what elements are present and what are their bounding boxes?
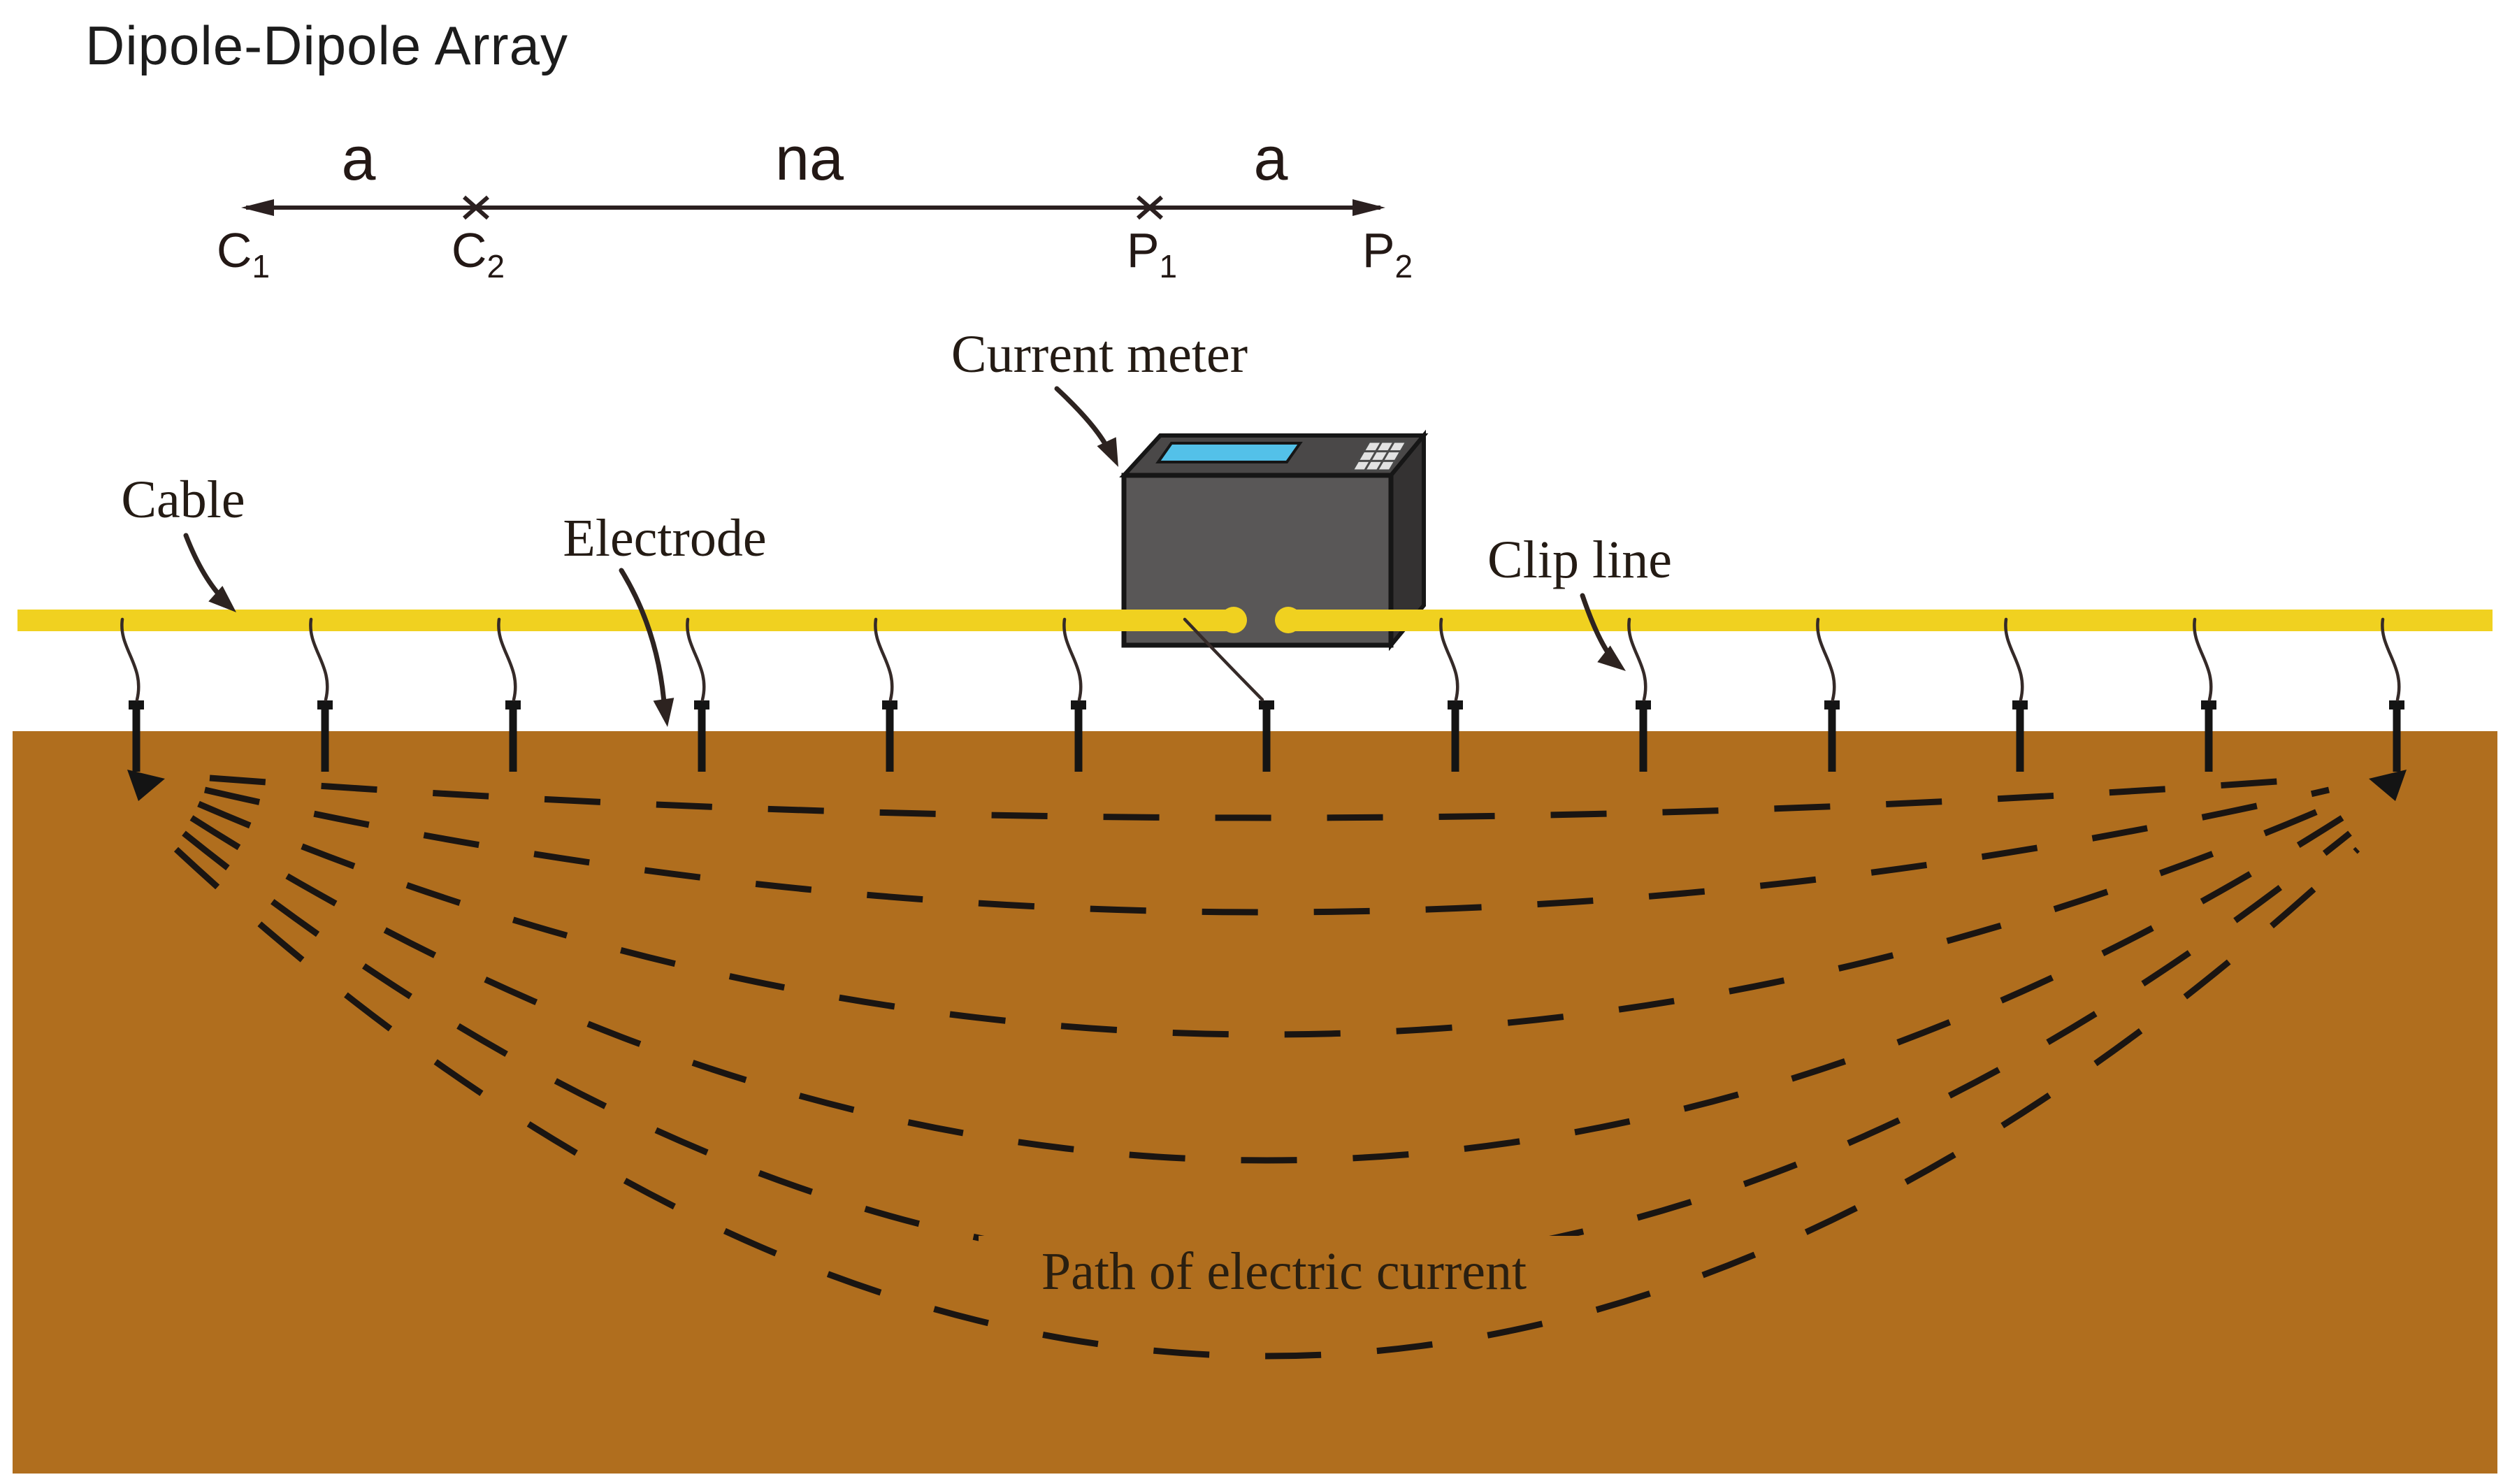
electrode-stake	[1262, 708, 1271, 772]
clip-line-arrow-head	[1597, 645, 1626, 671]
electrode-stake	[509, 708, 517, 772]
clip-line-wire	[120, 617, 140, 702]
electrode-stake	[321, 708, 329, 772]
segment-label-a-right: a	[1253, 124, 1288, 193]
meter-terminal-left	[1220, 607, 1247, 633]
terminal-label-p2: P2	[1362, 223, 1413, 284]
electrode-clip-head	[505, 700, 521, 709]
page-title: Dipole-Dipole Array	[85, 15, 568, 76]
electrode-clip-head	[1071, 700, 1086, 709]
electrode-stake	[698, 708, 706, 772]
electrode-stake	[1828, 708, 1836, 772]
current-path-arc	[209, 775, 2325, 821]
electrode-clip-head	[2012, 700, 2028, 709]
keypad-grid-line	[1376, 441, 1395, 471]
electrode-clip-head	[2389, 700, 2404, 709]
current-meter-screen	[1155, 442, 1303, 463]
electrode-clip-head	[882, 700, 897, 709]
clip-line-label: Clip line	[1487, 531, 1672, 589]
dimension-x-mark	[1137, 195, 1163, 220]
terminal-label-c1: C1	[216, 223, 271, 284]
electrode-clip-head	[1259, 700, 1274, 709]
electrode-stake	[2393, 708, 2401, 772]
terminal-label-p1: P1	[1126, 223, 1178, 284]
segment-label-na: na	[775, 124, 844, 193]
clip-line-wire	[686, 617, 706, 702]
clip-line-wire	[2004, 617, 2024, 702]
current-path-arc	[197, 800, 2337, 1038]
terminal-label-c2: C2	[451, 223, 505, 284]
electrode-clip-head	[317, 700, 333, 709]
meter-terminal-right	[1275, 607, 1301, 633]
electrode-stake	[1451, 708, 1459, 772]
clip-line-wire	[309, 617, 329, 702]
dimension-x-mark	[463, 195, 489, 220]
electrode-stake	[2205, 708, 2213, 772]
electrode-arrow-head	[653, 698, 675, 727]
clip-line-wire	[497, 617, 517, 702]
electrode-stake	[132, 708, 140, 772]
electrode-stake	[886, 708, 894, 772]
electrode-stake	[1074, 708, 1083, 772]
segment-label-a-left: a	[341, 124, 376, 193]
current-meter-label: Current meter	[951, 325, 1248, 384]
electrode-clip-head	[1448, 700, 1463, 709]
electrode-label: Electrode	[563, 509, 767, 568]
left-current-arrowhead	[127, 770, 165, 801]
electrode-clip-head	[1824, 700, 1840, 709]
current-path-label-backing	[979, 1236, 1594, 1309]
survey-cable-left	[17, 610, 1236, 631]
electrode-stake	[2016, 708, 2024, 772]
clip-line-wire	[1062, 617, 1083, 702]
keypad-grid-line	[1364, 441, 1383, 471]
clip-line-wire	[1183, 617, 1264, 702]
cable-arrow-head	[208, 586, 236, 612]
current-meter-arrow	[1054, 386, 1113, 456]
current-meter-arrow-head	[1097, 437, 1118, 467]
electrode-clip-head	[129, 700, 144, 709]
dimension-arrow-right	[1353, 199, 1385, 216]
current-path-label: Path of electric current	[1041, 1242, 1527, 1301]
ground-soil	[13, 731, 2497, 1474]
current-path-arc	[173, 847, 2360, 1360]
clip-line-wire	[1439, 617, 1459, 702]
cable-label: Cable	[121, 470, 245, 529]
electrode-clip-head	[694, 700, 709, 709]
clip-line-wire	[2381, 617, 2401, 702]
electrode-clip-head	[1636, 700, 1651, 709]
clip-line-wire	[2193, 617, 2213, 702]
clip-line-wire	[874, 617, 894, 702]
dimension-arrow-left	[241, 199, 274, 216]
current-path-arc	[189, 815, 2344, 1164]
electrode-clip-head	[2201, 700, 2216, 709]
clip-line-wire	[1816, 617, 1836, 702]
right-current-arrowhead	[2369, 770, 2407, 801]
electrode-arrow	[619, 568, 668, 714]
clip-line-wire	[1627, 617, 1647, 702]
survey-cable-right	[1286, 610, 2493, 631]
current-path-arc	[203, 786, 2330, 916]
electrode-stake	[1639, 708, 1647, 772]
